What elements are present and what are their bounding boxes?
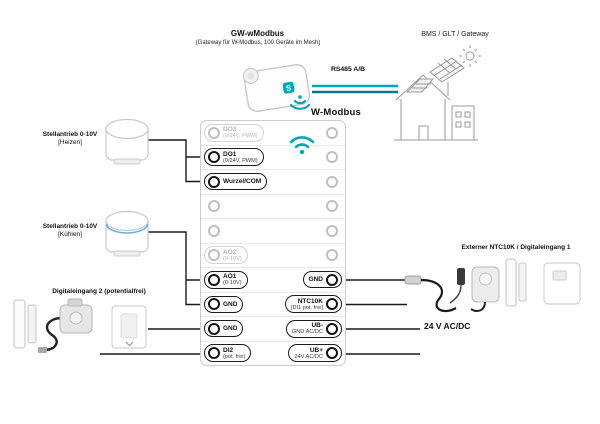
actuator-cooling-label: Stellantrieb 0-10V [Kühlen]: [36, 223, 104, 240]
digital-input2-devices-illustration: [13, 298, 147, 353]
terminal-unused: [326, 224, 342, 237]
terminal-label: UB-: [311, 322, 323, 330]
terminal-label: Wurzel/COM: [223, 178, 262, 186]
terminal-sublabel: (0-10V): [223, 255, 242, 262]
terminal-sublabel: (pot. frei): [223, 353, 246, 360]
terminal-screw-icon: [326, 126, 338, 139]
terminal-screw-icon: [326, 151, 338, 164]
rs485-label: RS485 A/B: [330, 66, 366, 73]
terminal-screw-icon: [208, 298, 220, 311]
terminal-unused: [204, 224, 220, 237]
gateway-title: GW-wModbus: [230, 29, 285, 38]
terminal-block: DO2(0/24V, PWM) DO1(0/24V, PWM) Wurzel/C…: [200, 120, 346, 366]
terminal-gnd-2: GND: [204, 320, 244, 338]
terminal-ub-minus: UB-GND AC/DC: [285, 319, 342, 338]
terminal-ntc10k: NTC10K[DI1 pot. frei]: [284, 295, 342, 314]
bms-building-illustration: [394, 45, 481, 141]
terminal-row: DO1(0/24V, PWM): [201, 146, 345, 170]
terminal-screw-icon: [326, 347, 338, 360]
terminal-gnd-1: GND: [204, 295, 244, 313]
external-ntc-label: Externer NTC10K / Digitaleingang 1: [461, 244, 571, 251]
terminal-ao1: AO1(0-10V): [204, 270, 248, 289]
terminal-ao2: AO2(0-10V): [204, 246, 248, 265]
terminal-label: AO2: [223, 248, 237, 256]
terminal-row: GND UB-GND AC/DC: [201, 317, 345, 342]
terminal-sublabel: (0-10V): [223, 280, 242, 287]
terminal-row: AO1(0-10V) GND: [201, 268, 345, 293]
actuator-heating-label: Stellantrieb 0-10V [Heizen]: [36, 131, 104, 148]
terminal-label: DO1: [223, 150, 237, 158]
terminal-wurzel-com: Wurzel/COM: [204, 173, 268, 191]
terminal-screw-icon: [326, 224, 338, 237]
terminal-screw-icon: [208, 175, 220, 188]
gateway-device-illustration: S: [242, 64, 311, 112]
terminal-row: DO2(0/24V, PWM): [201, 121, 345, 146]
terminal-sublabel: 24V AC/DC: [294, 353, 323, 360]
bms-label: BMS / GLT / Gateway: [421, 31, 489, 38]
terminal-sublabel: (0/24V, PWM): [223, 157, 258, 164]
actuator-cooling-subtitle: [Kühlen]: [58, 231, 82, 239]
terminal-screw-icon: [208, 224, 220, 237]
terminal-screw-icon: [326, 175, 338, 188]
terminal-screw-icon: [208, 273, 220, 286]
terminal-label: GND: [223, 300, 238, 308]
svg-text:S: S: [285, 83, 292, 93]
rs485-bus-lines: [312, 84, 398, 94]
terminal-row: Wurzel/COM: [201, 170, 345, 195]
terminal-screw-icon: [326, 249, 338, 262]
terminal-do2: DO2(0/24V, PWM): [204, 123, 264, 142]
terminal-gnd-right: GND: [302, 271, 342, 289]
terminal-sublabel: [DI1 pot. frei]: [290, 304, 323, 311]
terminal-screw-icon: [208, 249, 220, 262]
terminal-screw-icon: [208, 322, 220, 335]
terminal-sublabel: (0/24V, PWM): [223, 133, 258, 140]
gateway-subtitle: (Gateway für W-Modbus, 100 Geräte im Mes…: [195, 40, 321, 46]
terminal-unused: [326, 249, 342, 262]
terminal-screw-icon: [326, 322, 338, 335]
terminal-screw-icon: [326, 200, 338, 213]
ntc-devices-illustration: [404, 258, 581, 313]
terminal-screw-icon: [326, 273, 338, 286]
actuator-heating-illustration: [105, 118, 149, 165]
digital-input2-label: Digitaleingang 2 (potentialfrei): [52, 288, 146, 295]
terminal-screw-icon: [326, 298, 338, 311]
terminal-do1: DO1(0/24V, PWM): [204, 148, 264, 167]
terminal-sublabel: GND AC/DC: [291, 329, 323, 336]
terminal-unused: [204, 200, 220, 213]
terminal-label: GND: [308, 276, 323, 284]
actuator-cooling-title: Stellantrieb 0-10V: [42, 223, 98, 230]
terminal-di2: DI2(pot. frei): [204, 344, 252, 363]
actuator-cooling-illustration: [105, 210, 149, 257]
terminal-unused: [326, 200, 342, 213]
terminal-row: [201, 219, 345, 244]
terminal-unused: [326, 151, 342, 164]
terminal-screw-icon: [208, 200, 220, 213]
terminal-row: GND NTC10K[DI1 pot. frei]: [201, 293, 345, 317]
wmodbus-label: W-Modbus: [311, 107, 361, 118]
terminal-label: DO2: [223, 126, 237, 134]
terminal-label: NTC10K: [297, 297, 323, 305]
terminal-label: DI2: [223, 346, 234, 354]
power-supply-label: 24 V AC/DC: [424, 321, 471, 331]
terminal-row: DI2(pot. frei) UB+24V AC/DC: [201, 342, 345, 366]
terminal-unused: [326, 175, 342, 188]
terminal-row: AO2(0-10V): [201, 244, 345, 268]
terminal-row: [201, 195, 345, 219]
terminal-screw-icon: [208, 151, 220, 164]
actuator-heating-subtitle: [Heizen]: [58, 139, 82, 147]
terminal-screw-icon: [208, 126, 220, 139]
terminal-unused: [326, 126, 342, 139]
terminal-label: UB+: [309, 346, 323, 354]
terminal-label: AO1: [223, 273, 237, 281]
terminal-label: GND: [223, 325, 238, 333]
actuator-heating-title: Stellantrieb 0-10V: [42, 131, 98, 138]
terminal-ub-plus: UB+24V AC/DC: [288, 344, 342, 363]
terminal-screw-icon: [208, 347, 220, 360]
